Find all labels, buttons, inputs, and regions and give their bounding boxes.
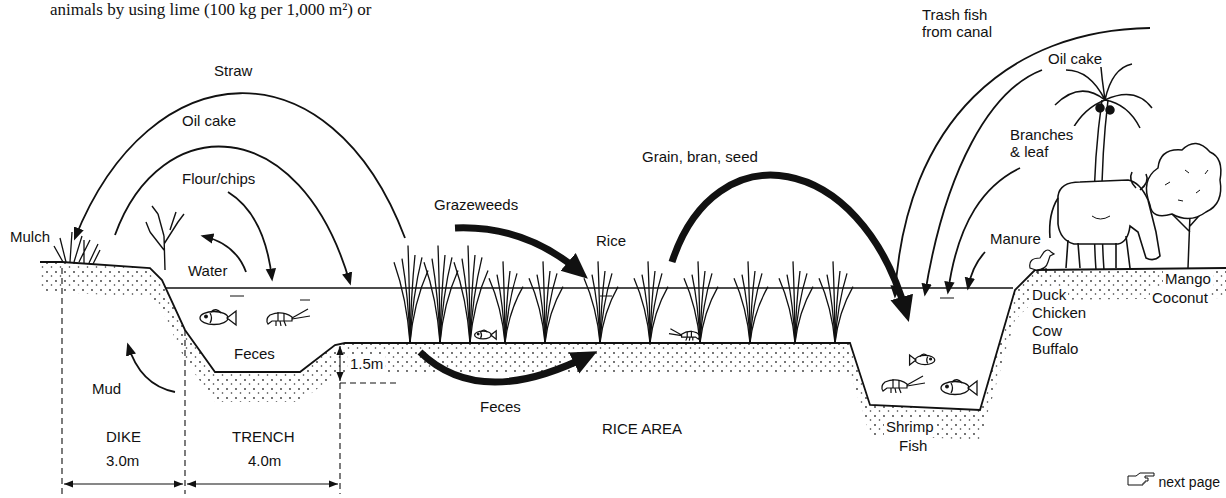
part-label: Mango — [1163, 270, 1213, 287]
part-label: Cow — [1030, 322, 1064, 339]
rice-plant — [454, 245, 488, 343]
soil-stipple — [40, 262, 1226, 440]
shrimp — [267, 309, 310, 326]
page-note: next page — [1157, 474, 1223, 490]
fish — [475, 330, 497, 339]
area-label: RICE AREA — [600, 420, 684, 437]
ground-line — [40, 262, 1226, 410]
dimension-lines — [62, 268, 398, 494]
dimension-label: 1.5m — [348, 355, 385, 372]
flow-label: Flour/chips — [180, 170, 257, 187]
flow-label: Feces — [232, 345, 277, 362]
rice-plant — [489, 261, 523, 343]
flow-label: Mud — [90, 380, 123, 397]
fish-and-shrimp — [200, 309, 977, 395]
area-label: TRENCH — [230, 428, 297, 445]
dimension-label: 3.0m — [104, 452, 141, 469]
rice-plant — [634, 261, 668, 343]
flow-label: Straw — [212, 62, 254, 79]
part-label: Shrimp — [884, 418, 936, 435]
rice-plants — [394, 245, 853, 343]
rice-plant — [734, 261, 768, 343]
part-label: Coconut — [1150, 289, 1210, 306]
dimension-label: 4.0m — [246, 452, 283, 469]
mulch-grass — [54, 232, 100, 264]
part-label: Fish — [897, 437, 929, 454]
cow — [1050, 172, 1160, 268]
pointing-hand-icon — [1128, 473, 1154, 485]
flow-arrow — [75, 28, 1150, 392]
part-label: Chicken — [1030, 304, 1088, 321]
fish — [941, 380, 977, 395]
ground-profile — [40, 262, 1226, 440]
rice-plant — [779, 261, 813, 343]
fish — [200, 310, 236, 325]
shrub — [146, 206, 184, 270]
flow-label: Oil cake — [180, 112, 238, 129]
flow-label: Grain, bran, seed — [640, 148, 760, 165]
flow-label: Oil cake — [1046, 50, 1104, 67]
rice-plant — [424, 245, 458, 343]
flow-label: Water — [186, 262, 229, 279]
bold-flow-arrow — [420, 175, 906, 382]
area-label: DIKE — [104, 428, 143, 445]
part-label: Rice — [594, 232, 628, 249]
shrimp — [669, 329, 699, 341]
flow-label: Branches & leaf — [1008, 126, 1084, 161]
note-text: animals by using lime (100 kg per 1,000 … — [48, 0, 373, 20]
rice-plant — [584, 261, 618, 343]
rice-plant — [394, 245, 428, 343]
part-label: Buffalo — [1030, 340, 1080, 357]
fish — [910, 354, 935, 365]
flow-label: Trash fish from canal — [920, 6, 998, 41]
flow-label: Grazeweeds — [432, 196, 520, 213]
rice-plant — [684, 261, 718, 343]
flow-label: Feces — [478, 398, 523, 415]
rice-plant — [529, 261, 563, 343]
duck-and-chicken — [1030, 250, 1054, 274]
flow-label: Manure — [988, 230, 1043, 247]
shrimp — [882, 376, 925, 393]
part-label: Duck — [1030, 286, 1068, 303]
rice-plant — [819, 261, 853, 343]
part-label: Mulch — [8, 228, 52, 245]
